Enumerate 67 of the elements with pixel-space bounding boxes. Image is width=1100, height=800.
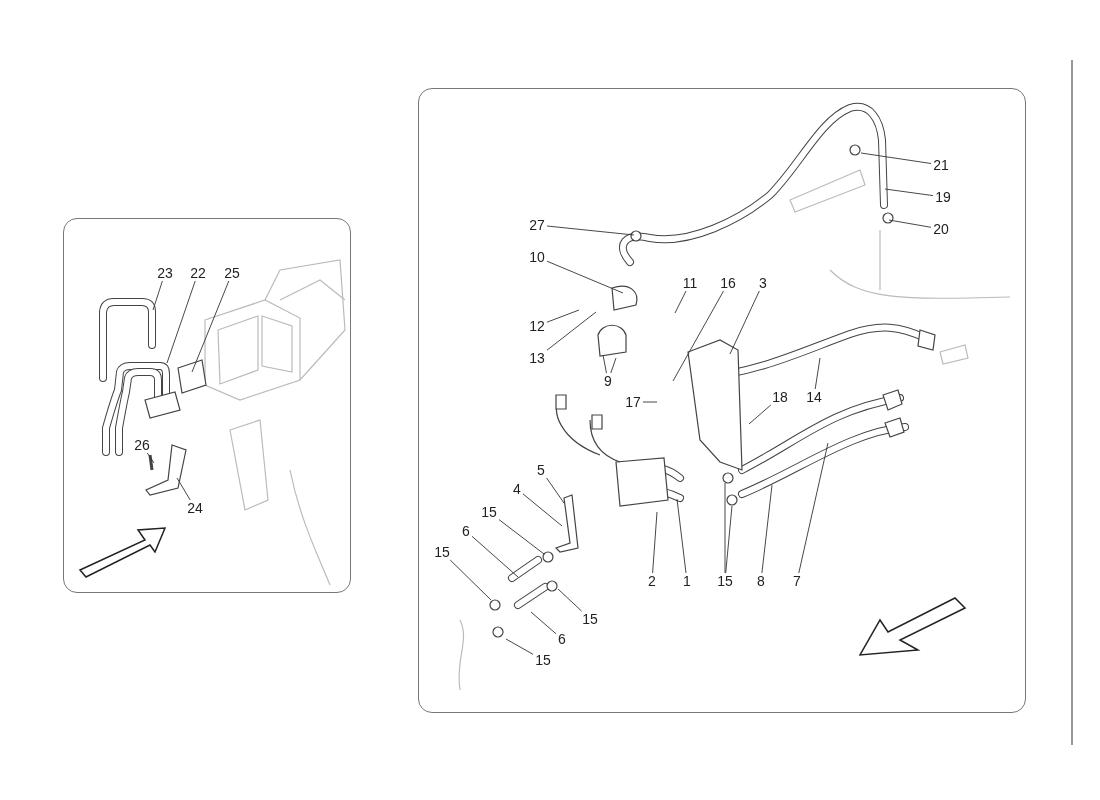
leader-line	[505, 638, 534, 655]
leader-line	[888, 219, 932, 228]
callout-number: 4	[513, 481, 521, 497]
panel-frame	[63, 218, 351, 593]
leader-line	[546, 309, 580, 323]
leader-line	[522, 493, 563, 527]
callout-number: 12	[529, 318, 545, 334]
leader-line	[672, 290, 724, 382]
callout-number: 10	[529, 249, 545, 265]
leader-line	[176, 477, 191, 501]
callout-number: 6	[462, 523, 470, 539]
leader-line	[546, 225, 635, 236]
leader-line	[729, 290, 760, 355]
leader-line	[798, 442, 829, 574]
leader-line	[724, 482, 726, 574]
leader-line	[498, 519, 545, 555]
leader-line	[166, 280, 196, 364]
leader-line	[748, 404, 772, 425]
leader-line	[152, 280, 163, 311]
callout-number: 22	[190, 265, 206, 281]
callout-number: 15	[535, 652, 551, 668]
leader-line	[471, 535, 519, 578]
callout-number: 9	[604, 373, 612, 389]
leader-line	[602, 354, 607, 374]
callout-number: 1	[683, 573, 691, 589]
leader-line	[449, 559, 492, 601]
leader-line	[884, 188, 934, 197]
callout-number: 6	[558, 631, 566, 647]
callout-number: 15	[717, 573, 733, 589]
callout-number: 23	[157, 265, 173, 281]
callout-number: 5	[537, 462, 545, 478]
leader-line	[557, 588, 582, 612]
leader-line	[530, 611, 557, 635]
callout-number: 24	[187, 500, 203, 516]
leader-line	[652, 511, 658, 574]
callout-number: 8	[757, 573, 765, 589]
callout-number: 15	[434, 544, 450, 560]
leader-line	[546, 311, 597, 351]
leader-line	[674, 290, 687, 314]
leader-line	[860, 152, 932, 164]
leader-line	[725, 505, 733, 574]
leader-line	[191, 280, 230, 373]
callout-number: 3	[759, 275, 767, 291]
callout-number: 15	[481, 504, 497, 520]
callout-number: 13	[529, 350, 545, 366]
callout-number: 18	[772, 389, 788, 405]
leader-line	[642, 401, 658, 403]
callout-number: 14	[806, 389, 822, 405]
callout-number: 25	[224, 265, 240, 281]
leader-line	[146, 452, 155, 464]
callout-number: 20	[933, 221, 949, 237]
callout-number: 26	[134, 437, 150, 453]
callout-number: 16	[720, 275, 736, 291]
callout-number: 17	[625, 394, 641, 410]
callout-number: 7	[793, 573, 801, 589]
leader-line	[814, 357, 821, 390]
leader-line	[676, 498, 687, 574]
leader-line	[546, 260, 624, 294]
leader-line	[610, 357, 617, 374]
leader-line	[546, 477, 565, 504]
callout-number: 2	[648, 573, 656, 589]
callout-number: 15	[582, 611, 598, 627]
callout-number: 21	[933, 157, 949, 173]
leader-line	[761, 484, 773, 574]
callout-number: 19	[935, 189, 951, 205]
callout-number: 11	[682, 275, 698, 291]
callout-number: 27	[529, 217, 545, 233]
